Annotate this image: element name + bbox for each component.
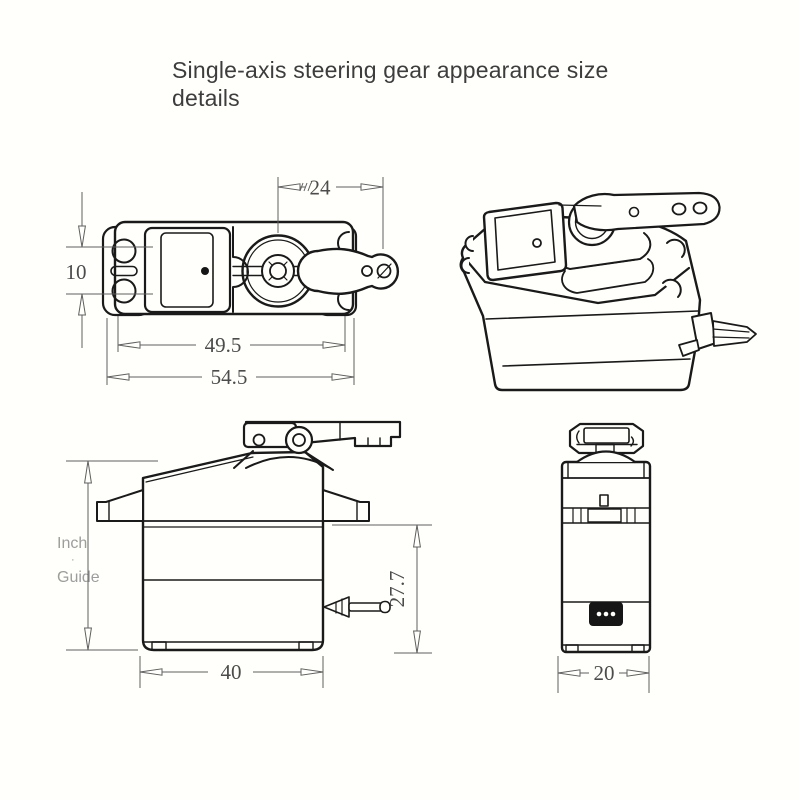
dim-hole-spacing: 10	[66, 260, 87, 284]
iso-panel-dot	[532, 238, 542, 248]
end-horn-inner	[583, 427, 630, 444]
side-foot-left	[151, 641, 167, 651]
side-body	[141, 450, 325, 652]
mount-hole-bottom	[111, 278, 137, 304]
output-shaft-spline	[269, 262, 287, 280]
iso-label-panel-inner	[494, 209, 556, 271]
iso-gear-housing-2	[561, 258, 655, 294]
side-view-drawing: 27.7 40	[66, 420, 432, 688]
output-gear-inner	[261, 254, 295, 288]
horn-hole-1	[361, 265, 373, 277]
dim-10: 10	[66, 192, 153, 348]
panel-dot	[201, 267, 209, 275]
dim-body-length: 40	[221, 660, 242, 684]
dim-inner-width: 49.5	[205, 333, 242, 357]
end-foot-right	[631, 644, 645, 653]
side-left-flange	[96, 489, 144, 522]
connector-pin-3	[610, 611, 616, 617]
side-horn-bar-seams	[339, 422, 381, 447]
iso-right-tab-notch-2	[662, 278, 682, 298]
iso-left-tab-notch-1	[464, 235, 474, 252]
iso-connector-base	[678, 339, 700, 357]
side-horn-hub-inner	[292, 433, 306, 447]
mount-hole-top	[111, 238, 137, 264]
dim-body-width: 20	[594, 661, 615, 685]
spline-ticks	[268, 261, 288, 281]
end-gear-dome	[575, 450, 637, 464]
iso-servo-horn	[572, 191, 721, 232]
iso-left-tab-notch-2	[460, 257, 470, 274]
connector-pin-2	[603, 611, 609, 617]
iso-horn-hub-hole	[628, 206, 640, 218]
end-horn	[568, 422, 645, 455]
side-screw-threads	[335, 598, 343, 616]
side-roof-seam	[145, 456, 254, 483]
watermark-word-2: Guide	[57, 569, 100, 586]
case-divider	[232, 226, 249, 313]
end-foot-left	[565, 644, 579, 653]
iso-horn-slot	[558, 204, 602, 207]
dim-40: 40	[139, 656, 324, 688]
side-screw-tip	[379, 600, 391, 614]
end-flange-center	[587, 508, 622, 523]
iso-horn-hole-1	[671, 202, 687, 216]
side-screw-shaft	[348, 602, 383, 612]
side-right-flange	[322, 489, 370, 522]
dim-height-left	[66, 460, 158, 651]
watermark: Inch · Guide	[57, 535, 100, 587]
horn-hole-slash	[377, 263, 392, 279]
end-nub	[599, 494, 609, 507]
page-title: Single-axis steering gear appearance siz…	[172, 57, 609, 111]
side-foot-right	[298, 641, 314, 651]
label-panel-outer	[143, 226, 232, 314]
end-view-drawing: 20	[557, 422, 652, 693]
connector-pin-1	[596, 611, 602, 617]
dim-20: 20	[557, 656, 650, 693]
dim-body-height: 27.7	[385, 571, 409, 608]
watermark-dot: ·	[71, 554, 75, 566]
mount-slot	[110, 265, 138, 277]
center-slot-lines	[232, 265, 312, 277]
horn-hole-2	[376, 263, 392, 279]
dim-54-5: 54.5	[106, 318, 355, 389]
end-cap-corners	[567, 461, 645, 479]
top-view-drawing: 24 10 49.5 54.5	[66, 176, 399, 389]
dim-overall-width: 54.5	[211, 365, 248, 389]
dim-27-7: 27.7	[332, 524, 432, 654]
end-flange-cells	[572, 507, 636, 524]
side-horn-hub-outer	[284, 425, 314, 455]
dim-49-5: 49.5	[117, 316, 346, 357]
watermark-word-1: Inch	[57, 535, 88, 552]
iso-horn-hole-2	[692, 201, 708, 215]
servo-horn	[296, 247, 399, 295]
iso-wire-lines	[712, 328, 750, 339]
isometric-view-drawing	[459, 191, 757, 392]
dim-horn-span: 24	[310, 176, 332, 200]
iso-case-seams	[485, 310, 699, 367]
iso-right-tab-notch-1	[666, 238, 686, 258]
iso-wires	[712, 320, 757, 347]
side-mount-dome	[245, 456, 331, 469]
dim-24: 24	[277, 176, 384, 249]
side-horn-hole	[252, 433, 266, 447]
label-panel-inner	[160, 232, 214, 308]
